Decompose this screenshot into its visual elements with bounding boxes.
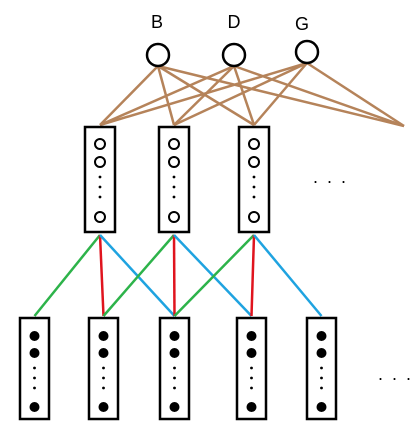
top-connection-line [99,64,235,127]
top-connection-line [99,61,308,127]
green-connection-line [102,234,175,317]
node-label-b: B [151,12,163,32]
bottom-unit-4 [235,316,268,421]
node-circle [221,42,247,68]
green-connection-line [33,234,101,317]
node-circle [145,42,171,68]
bottom-layer-ellipsis: . . . [378,364,413,384]
top-connection-line [157,64,255,127]
bottom-unit-2 [87,316,120,421]
node-label-d: D [228,12,241,32]
bottom-unit-1 [18,316,51,421]
top-connection-line [99,65,159,126]
top-node-d: D [221,12,247,68]
red-connection-line [172,234,176,317]
middle-unit-3 [237,125,271,234]
top-connection-line [173,65,235,126]
top-connection-line [173,61,308,127]
node-circle [294,39,320,65]
top-connection-line [157,64,405,128]
top-node-g: G [294,14,320,65]
top-connection-line [232,65,256,126]
top-node-b: B [145,12,171,68]
green-connection-line [173,234,255,317]
middle-unit-2 [157,125,191,234]
middle-layer-ellipsis: . . . [313,167,348,187]
node-label-g: G [295,14,309,34]
middle-to-bottom-connections [33,234,323,317]
red-connection-line [250,234,256,317]
bottom-unit-3 [158,316,191,421]
top-connection-line [306,61,405,128]
top-node-connections [99,61,405,128]
blue-connection-line [253,234,323,317]
red-connection-line [98,234,105,317]
bottom-unit-5 [305,316,338,421]
top-connection-line [253,62,308,126]
middle-unit-1 [83,125,117,234]
